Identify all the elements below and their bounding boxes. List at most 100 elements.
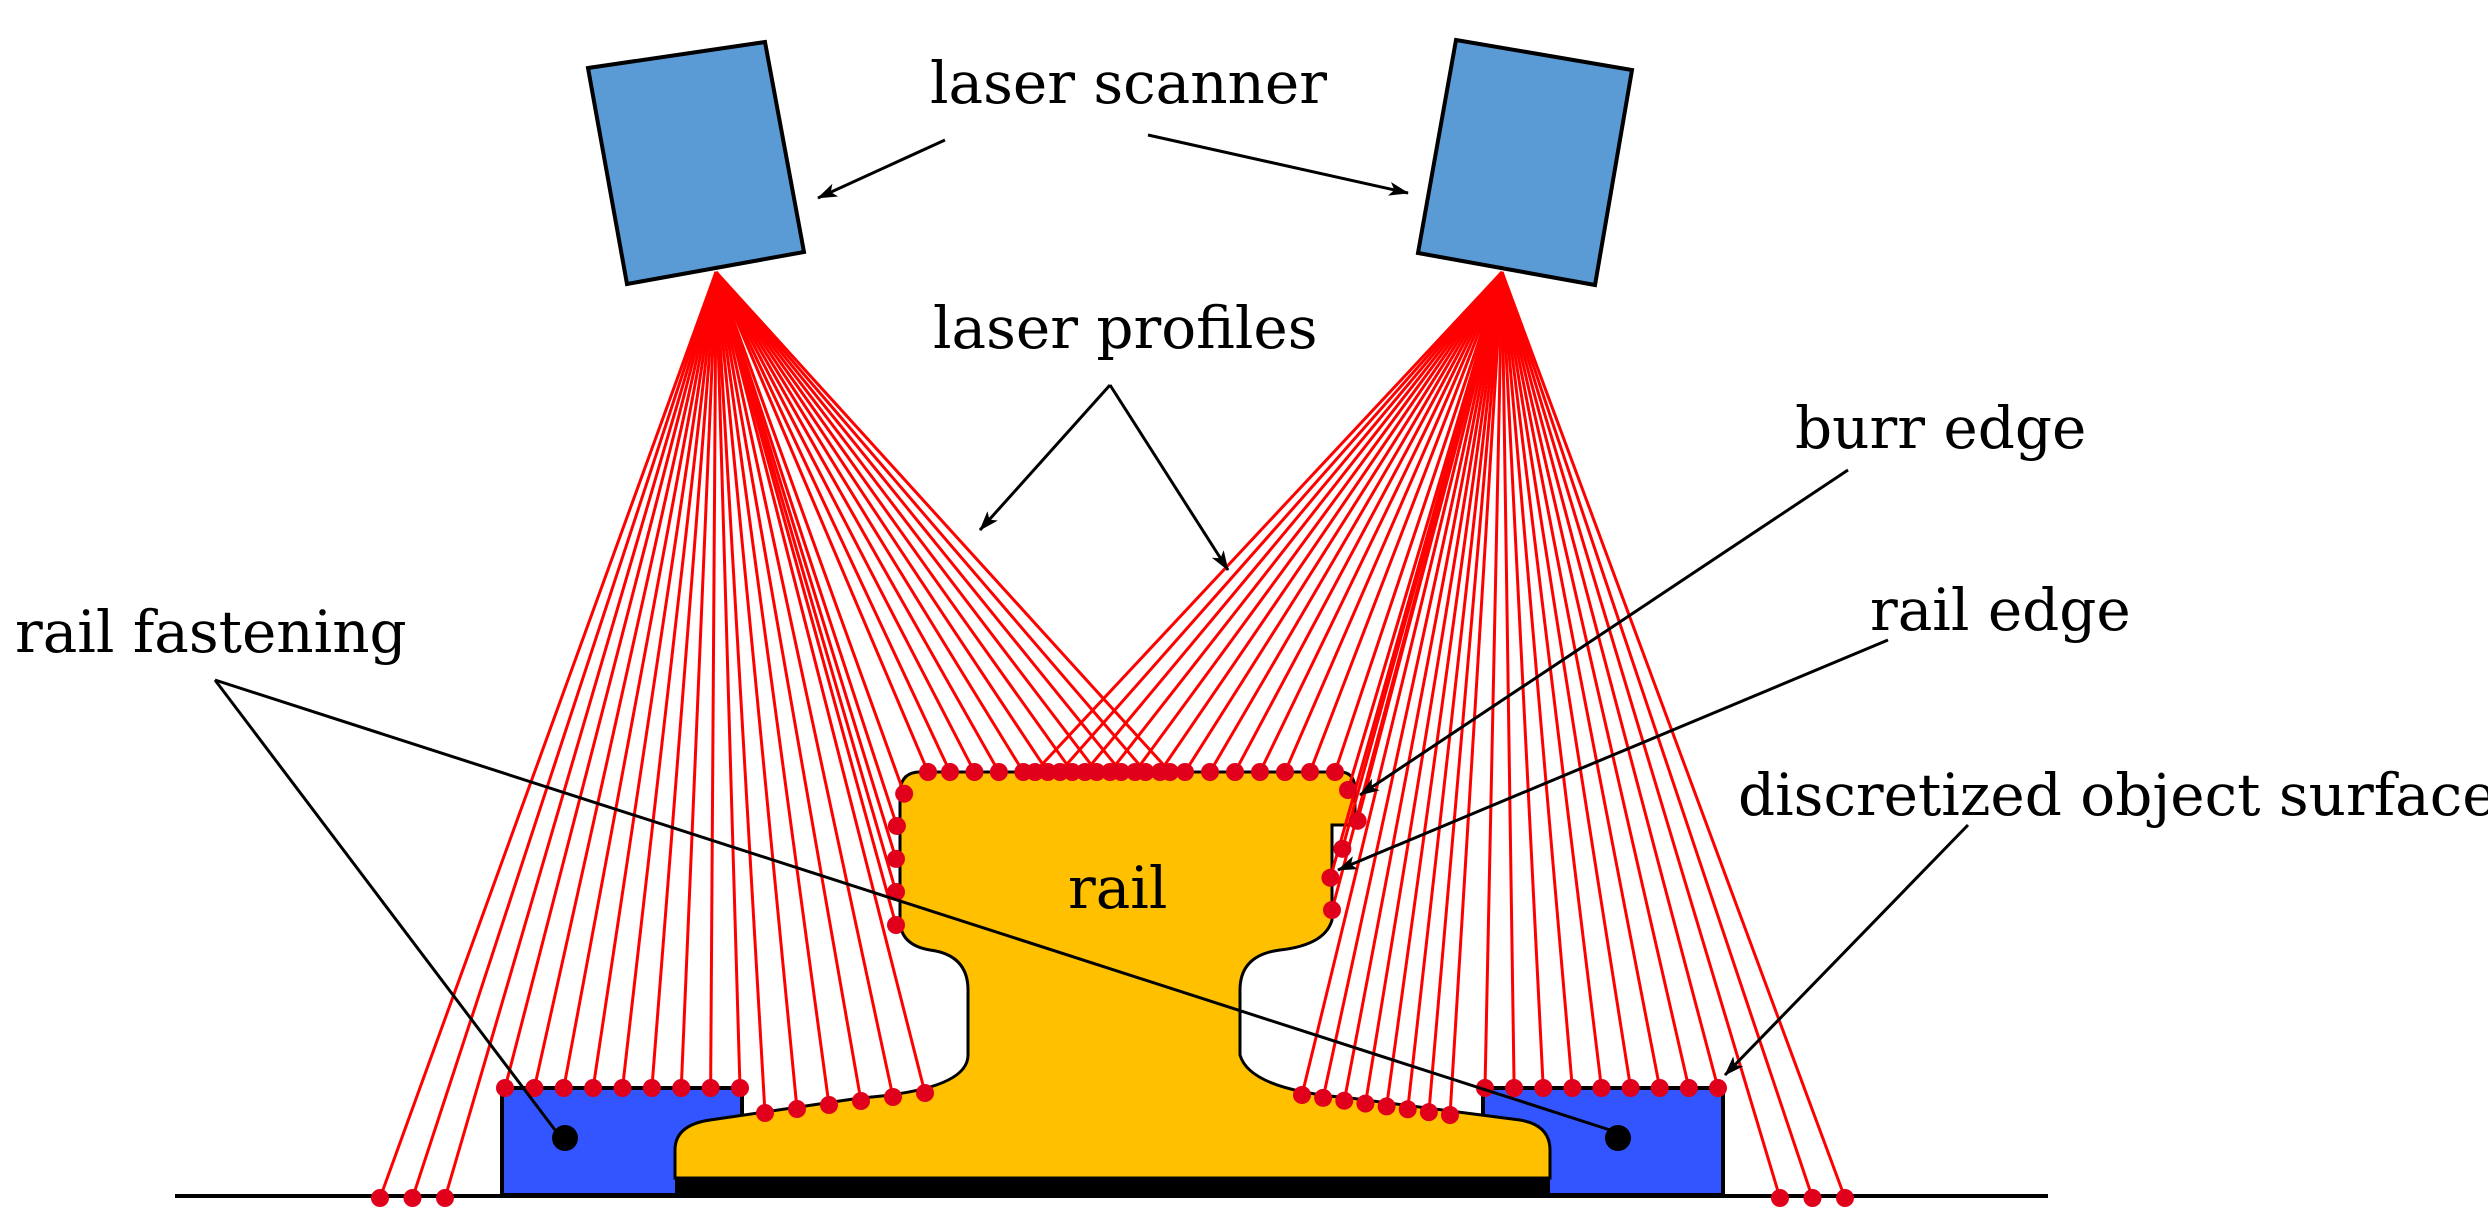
laser-ray-right-16: [1328, 271, 1504, 879]
surface-point-left-21: [887, 816, 906, 835]
laser-ray-left-11: [714, 271, 742, 1089]
surface-point-right-23: [1398, 1100, 1417, 1119]
laser-ray-left-3: [503, 271, 718, 1089]
surface-point-left-13: [788, 1100, 806, 1118]
surface-point-right-3: [1101, 763, 1119, 781]
laser-ray-left-18: [714, 271, 898, 926]
surface-point-right-25: [1441, 1106, 1459, 1124]
laser-ray-right-29: [1500, 271, 1574, 1089]
laser-ray-left-31: [714, 271, 1123, 773]
surface-point-left-19: [887, 882, 905, 901]
surface-point-right-20: [1335, 1091, 1354, 1110]
surface-point-right-7: [1201, 763, 1219, 781]
laser-ray-left-7: [621, 271, 718, 1089]
laser-ray-left-22: [714, 271, 906, 795]
surface-point-right-17: [1323, 901, 1341, 919]
laser-ray-right-32: [1500, 271, 1662, 1089]
laser-ray-right-30: [1500, 271, 1603, 1089]
surface-point-right-22: [1377, 1097, 1396, 1116]
leader-scanner-right: [1147, 133, 1409, 196]
laser-ray-left-16: [714, 271, 895, 1098]
surface-point-left-17: [916, 1084, 934, 1102]
laser-ray-right-23: [1406, 271, 1504, 1110]
laser-ray-left-6: [591, 271, 718, 1089]
leader-fastening-left: [213, 679, 557, 1131]
surface-point-left-3: [496, 1079, 514, 1097]
surface-point-left-10: [701, 1079, 720, 1097]
surface-point-right-19: [1314, 1088, 1333, 1107]
surface-point-left-1: [403, 1189, 422, 1207]
surface-point-right-37: [1836, 1189, 1854, 1207]
laser-ray-left-29: [714, 271, 1074, 773]
fastening-dot-left: [552, 1125, 578, 1151]
laser-scanner-right: [1415, 37, 1635, 288]
surface-point-right-0: [1026, 763, 1044, 781]
laser-ray-left-13: [714, 271, 799, 1110]
surface-point-left-25: [965, 763, 984, 781]
laser-ray-left-26: [714, 271, 1001, 773]
surface-point-right-12: [1326, 763, 1344, 781]
laser-ray-left-10: [709, 271, 718, 1089]
label-laser-scanner: laser scanner: [930, 49, 1327, 117]
surface-point-left-2: [436, 1189, 454, 1207]
surface-point-right-35: [1771, 1189, 1789, 1207]
laser-ray-right-3: [1108, 271, 1504, 773]
laser-ray-left-0: [378, 271, 718, 1199]
surface-point-left-24: [941, 763, 959, 781]
laser-ray-left-15: [714, 271, 863, 1102]
laser-ray-right-19: [1321, 271, 1504, 1099]
laser-ray-right-31: [1500, 271, 1633, 1089]
surface-point-left-20: [887, 849, 905, 868]
leader-rail-edge: [1337, 638, 1889, 872]
laser-ray-right-10: [1283, 271, 1504, 773]
laser-ray-right-35: [1500, 271, 1782, 1199]
surface-point-right-2: [1076, 763, 1094, 781]
surface-point-right-4: [1126, 763, 1144, 781]
laser-ray-left-2: [443, 271, 718, 1199]
laser-ray-right-25: [1448, 271, 1504, 1116]
laser-ray-right-4: [1133, 271, 1504, 773]
laser-ray-left-33: [714, 270, 1172, 774]
laser-ray-left-12: [714, 271, 767, 1114]
surface-point-right-15: [1333, 839, 1352, 858]
surface-point-left-5: [554, 1079, 573, 1097]
rail-base-plate: [675, 1178, 1550, 1196]
laser-ray-left-28: [714, 271, 1050, 773]
fastening-dot-right: [1605, 1125, 1631, 1151]
laser-ray-left-20: [714, 271, 898, 860]
surface-point-left-0: [371, 1189, 389, 1207]
surface-point-left-23: [919, 763, 937, 781]
laser-ray-right-33: [1500, 271, 1691, 1089]
laser-ray-left-32: [714, 271, 1147, 773]
surface-point-left-18: [887, 916, 905, 934]
surface-point-left-9: [672, 1079, 691, 1097]
label-discretized-object-surface: discretized object surface: [1738, 761, 2488, 829]
leader-burr-edge: [1359, 468, 1849, 797]
laser-ray-left-24: [714, 271, 952, 773]
surface-point-right-34: [1709, 1079, 1727, 1097]
laser-ray-left-19: [714, 271, 898, 893]
surface-point-right-9: [1251, 763, 1269, 781]
laser-ray-right-24: [1427, 271, 1504, 1113]
laser-ray-right-12: [1333, 271, 1504, 773]
surface-point-left-11: [731, 1079, 749, 1097]
surface-point-right-11: [1301, 763, 1319, 781]
label-rail-fastening: rail fastening: [15, 598, 407, 666]
surface-point-right-1: [1051, 763, 1069, 781]
laser-ray-right-22: [1385, 271, 1504, 1107]
leader-profiles-right: [1108, 384, 1230, 571]
label-rail: rail: [1068, 854, 1167, 922]
laser-ray-left-30: [714, 271, 1098, 773]
laser-ray-right-26: [1483, 271, 1504, 1089]
laser-ray-left-21: [714, 271, 899, 827]
surface-point-right-13: [1339, 781, 1357, 799]
laser-ray-right-21: [1363, 271, 1504, 1104]
laser-ray-left-4: [532, 271, 718, 1089]
laser-ray-right-27: [1500, 271, 1516, 1089]
surface-point-right-29: [1563, 1079, 1582, 1097]
laser-ray-left-17: [714, 271, 927, 1094]
surface-point-right-33: [1679, 1079, 1698, 1097]
surface-point-right-27: [1505, 1079, 1524, 1097]
laser-ray-right-18: [1300, 271, 1504, 1096]
surface-point-right-36: [1803, 1189, 1822, 1207]
